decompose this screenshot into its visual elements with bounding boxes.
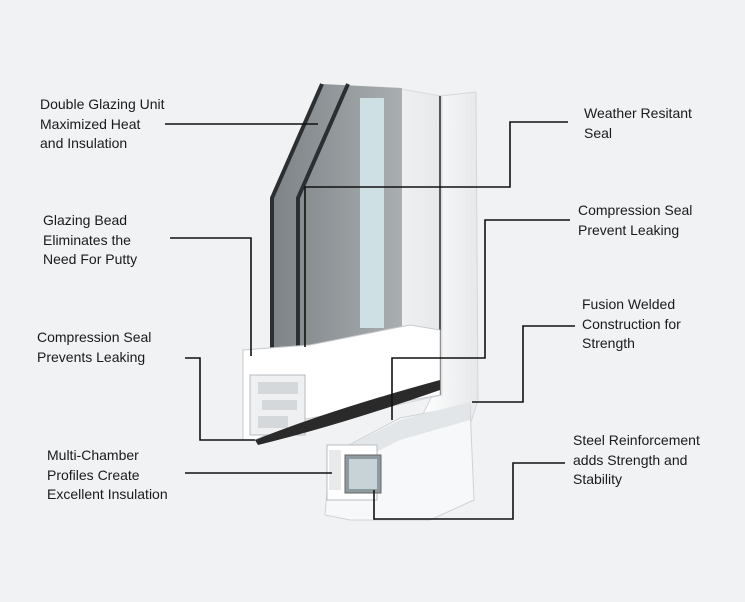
label-steel-reinforcement: Steel Reinforcement adds Strength and St… xyxy=(573,432,700,487)
leader-compression-seal-right xyxy=(391,219,570,420)
label-multi-chamber: Multi-Chamber Profiles Create Excellent … xyxy=(47,447,168,502)
label-compression-seal-right: Compression Seal Prevent Leaking xyxy=(578,202,693,238)
leader-lines xyxy=(165,121,575,520)
leader-fusion-welded xyxy=(472,325,575,403)
leader-glazing-bead xyxy=(170,237,252,356)
label-compression-seal-left: Compression Seal Prevents Leaking xyxy=(37,329,152,365)
double-glazing-unit xyxy=(268,83,402,372)
frame-profile-section xyxy=(326,444,382,501)
leader-steel-reinforcement xyxy=(373,462,565,520)
sash-profile-section xyxy=(242,324,441,445)
label-fusion-welded: Fusion Welded Construction for Strength xyxy=(582,296,681,351)
label-double-glazing: Double Glazing Unit Maximized Heat and I… xyxy=(40,96,165,151)
label-weather-seal: Weather Resitant Seal xyxy=(584,105,692,141)
label-glazing-bead: Glazing Bead Eliminates the Need For Put… xyxy=(43,212,138,267)
glass-highlight xyxy=(360,98,384,328)
leader-weather-seal xyxy=(304,121,568,347)
leader-compression-seal-left xyxy=(185,357,255,441)
